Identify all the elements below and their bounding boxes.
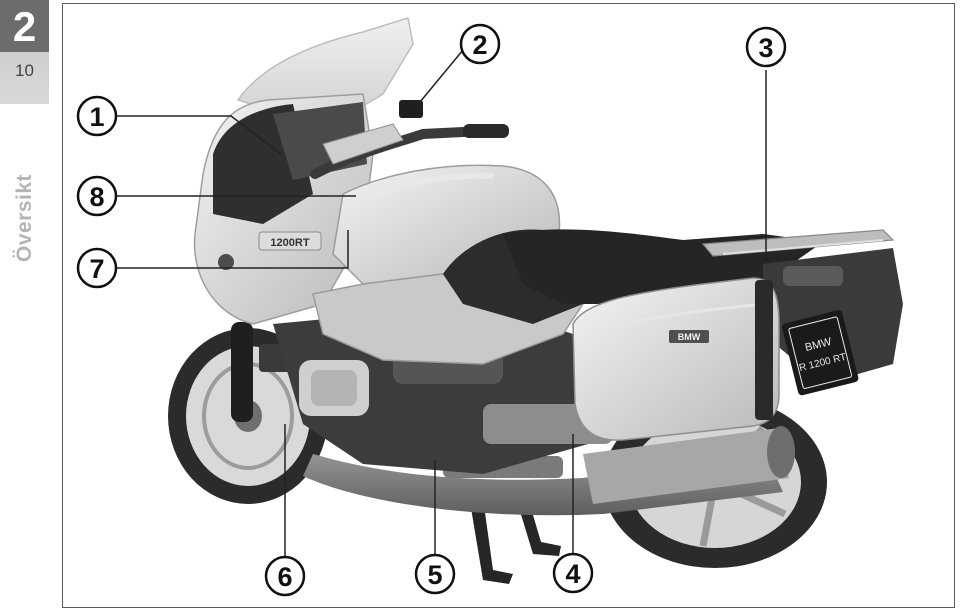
callout-8: 8	[76, 175, 118, 217]
chapter-number: 2	[12, 3, 37, 50]
callout-4-label: 4	[565, 559, 580, 589]
callout-1: 1	[76, 95, 118, 137]
license-plate: BMW R 1200 RT	[782, 310, 859, 396]
windscreen	[236, 17, 414, 115]
callout-3: 3	[745, 26, 787, 68]
leader-line-7	[117, 230, 349, 269]
callout-4: 4	[552, 552, 594, 594]
leader-line-2	[419, 49, 464, 103]
leader-lines	[117, 49, 767, 558]
luggage-rack	[701, 229, 895, 257]
callout-3-label: 3	[758, 33, 773, 63]
callout-1-label: 1	[89, 102, 104, 132]
chapter-tab: 2 10	[0, 0, 49, 104]
motorcycle-overview-figure: 1200RT	[62, 3, 955, 608]
callout-5: 5	[414, 553, 456, 595]
callout-6-label: 6	[277, 562, 292, 592]
page-number: 10	[15, 61, 34, 80]
motorcycle-illustration: 1200RT	[76, 17, 903, 597]
callout-6: 6	[264, 555, 306, 597]
callout-2-label: 2	[472, 30, 487, 60]
pannier-badge: BMW	[678, 332, 701, 342]
exhaust	[303, 426, 795, 516]
main-stand	[443, 456, 563, 584]
pannier: BMW	[572, 277, 780, 441]
handlebar	[310, 100, 509, 179]
callout-5-label: 5	[427, 560, 442, 590]
section-title: Översikt	[13, 173, 36, 263]
model-badge: 1200RT	[270, 237, 309, 249]
callout-2: 2	[459, 23, 501, 65]
callout-8-label: 8	[89, 182, 104, 212]
callout-7: 7	[76, 247, 118, 289]
callout-7-label: 7	[89, 254, 104, 284]
leader-line-1	[117, 115, 282, 155]
